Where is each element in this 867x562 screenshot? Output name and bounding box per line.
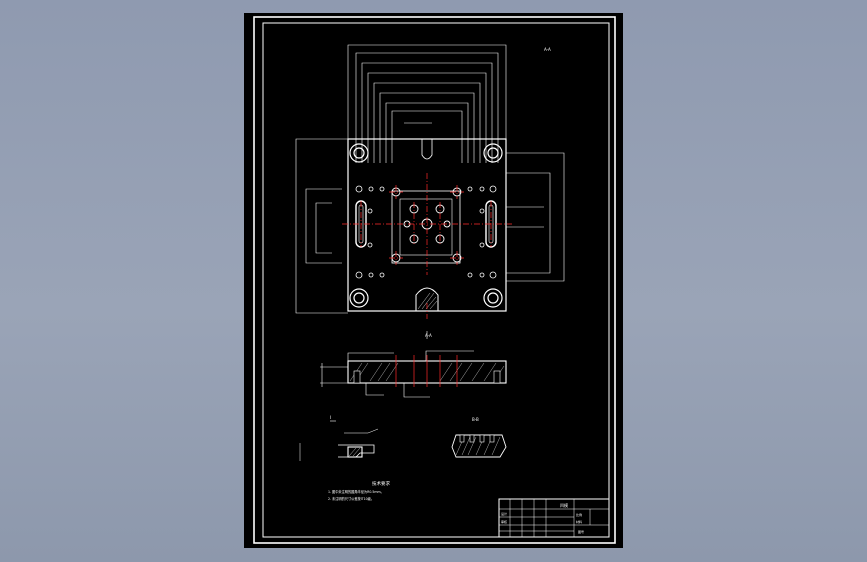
cad-drawing: A-A: [253, 16, 616, 544]
note-2: 2. 未注明的尺寸公差按IT10级。: [328, 496, 374, 501]
detail-label-left: I: [330, 415, 331, 420]
detail-label-right: B-B: [472, 417, 479, 422]
section-view: A-A: [320, 331, 507, 398]
title-label-drawn: 设计: [501, 511, 507, 516]
notes-title: 技术要求: [372, 480, 390, 487]
detail-view-right: B-B: [451, 417, 507, 458]
title-drawing-code: 图号: [578, 529, 584, 534]
drawing-sheet: A-A: [244, 13, 623, 548]
title-label-checked: 审核: [501, 519, 507, 524]
outer-frame: [253, 16, 616, 544]
title-label-material: 材料: [576, 519, 582, 524]
note-1: 1. 图中未注明的圆角半径为R0.5mm。: [328, 489, 384, 494]
title-label-scale: 比例: [576, 512, 582, 517]
title-block: 凹模 比例 材料 设计 审核 图号: [498, 498, 610, 538]
technical-notes: 技术要求 1. 图中未注明的圆角半径为R0.5mm。 2. 未注明的尺寸公差按I…: [328, 480, 390, 501]
top-dimension-lines: [347, 44, 507, 163]
section-label-top: A-A: [544, 47, 551, 52]
title-part-name: 凹模: [560, 502, 568, 508]
centerlines: [342, 173, 512, 319]
inner-frame: [262, 22, 610, 538]
detail-view-left: I: [299, 415, 379, 461]
side-dimension-lines: [295, 138, 565, 314]
section-label-mid: A-A: [425, 333, 432, 338]
